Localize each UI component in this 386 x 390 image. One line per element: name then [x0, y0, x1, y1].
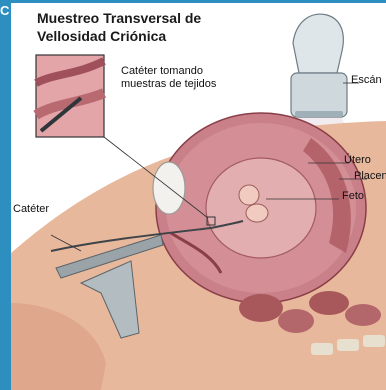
inset-label: Catéter tomando: [121, 65, 203, 78]
fetus-label: Feto: [342, 190, 364, 203]
inset-label-line2: muestras de tejidos: [121, 78, 216, 91]
figure-title-line1: Muestreo Transversal de: [37, 9, 201, 27]
cvs-illustration: [11, 3, 386, 390]
catheter-label: Catéter: [13, 203, 49, 216]
placenta-label: Placen: [354, 170, 386, 183]
uterus: [156, 113, 366, 303]
uterus-label: Útero: [344, 154, 371, 167]
corner-letter: C: [0, 3, 9, 18]
figure-title-line2: Vellosidad Criónica: [37, 27, 166, 45]
ultrasound-probe-icon: [291, 14, 347, 117]
inset-magnified: [36, 55, 104, 137]
illustration-panel: Muestreo Transversal de Vellosidad Crión…: [11, 3, 386, 390]
scan-label: Escán: [351, 74, 382, 87]
